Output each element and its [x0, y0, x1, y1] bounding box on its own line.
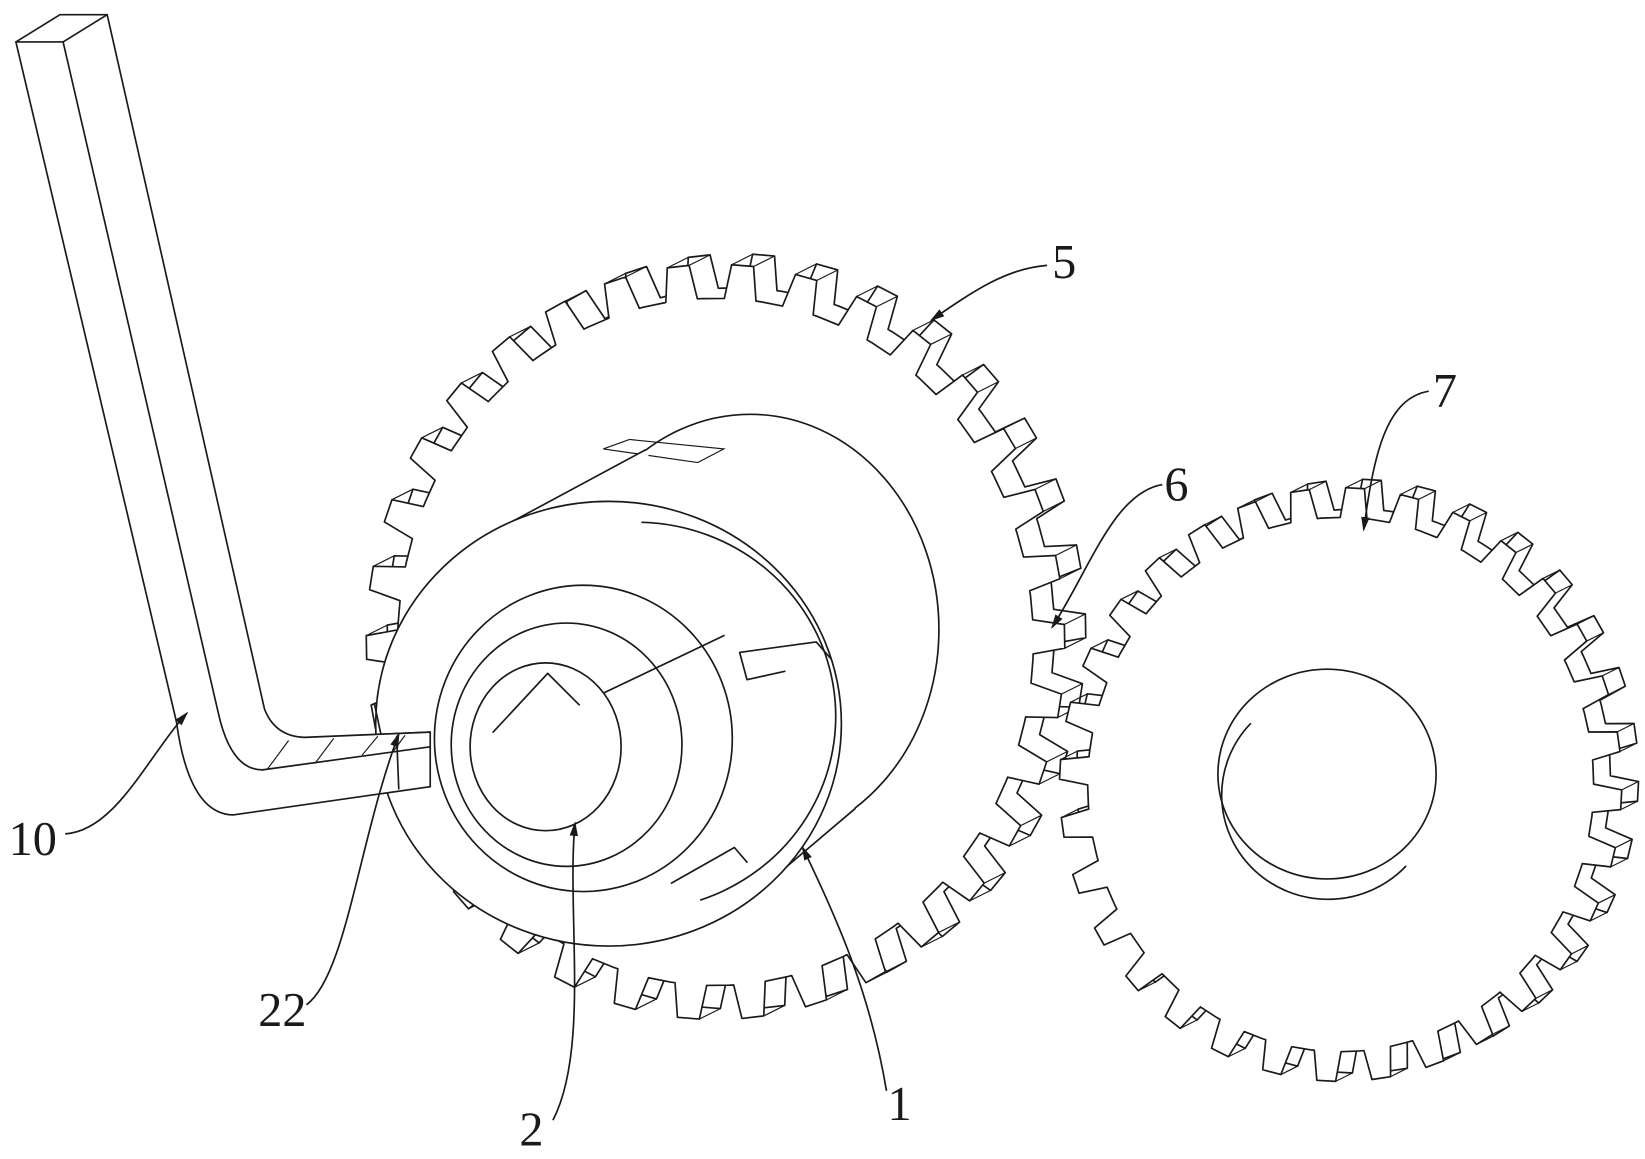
hex-key-body	[15, 14, 431, 815]
hex-socket-hole	[469, 662, 622, 832]
label-part-7: 7	[1433, 365, 1457, 418]
leader-10	[65, 711, 189, 835]
label-part-5: 5	[1052, 236, 1076, 289]
leader-7	[1361, 390, 1429, 532]
reference-numerals: 5 7 6 10 22 2 1	[9, 236, 1457, 1156]
label-part-22: 22	[258, 984, 306, 1037]
hex-key-shading	[267, 734, 406, 770]
hub-lower-notch	[670, 846, 748, 884]
label-part-6: 6	[1164, 458, 1188, 511]
hub-top-slot	[603, 438, 726, 464]
hub-cut-line	[586, 634, 725, 702]
label-part-2: 2	[519, 1103, 543, 1156]
label-part-10: 10	[9, 813, 57, 866]
gear-7	[1058, 478, 1640, 1083]
hub-side-notch	[738, 641, 832, 681]
hex-key-outer-edge	[15, 41, 432, 816]
leader-1	[801, 845, 888, 1091]
hub-boss-inner	[450, 622, 683, 868]
leader-6	[1051, 483, 1163, 629]
hex-key-10	[15, 13, 432, 816]
hex-key-inner-edge	[106, 13, 432, 739]
gear-7-bore-depth	[1220, 722, 1407, 901]
leader-5	[929, 264, 1048, 322]
gear-7-bore	[1217, 668, 1437, 880]
leader-22	[305, 732, 400, 1006]
hub-assembly	[373, 413, 940, 947]
leader-lines	[65, 264, 1429, 1121]
label-part-1: 1	[888, 1078, 912, 1131]
hub-step-rim	[641, 521, 837, 901]
leader-2	[552, 821, 578, 1121]
hex-socket-facet	[492, 672, 581, 733]
hex-key-middle-edge	[62, 41, 432, 771]
